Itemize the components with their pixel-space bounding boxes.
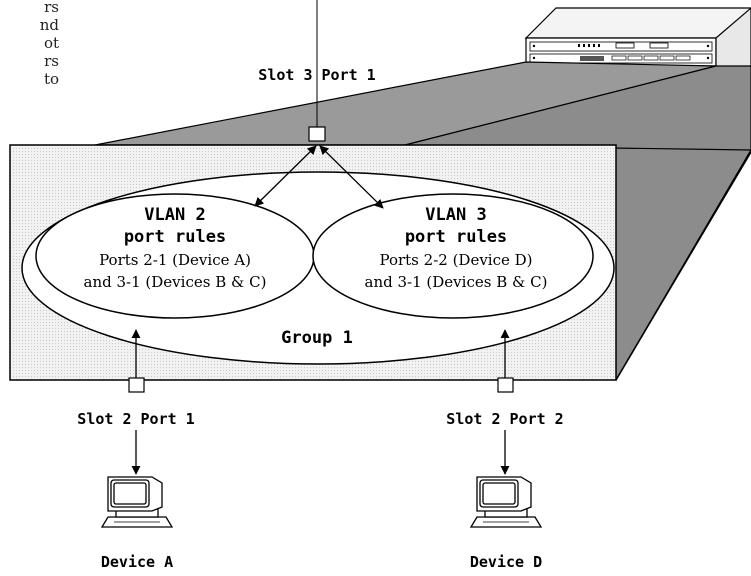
slot3-port1-port <box>308 126 326 142</box>
vlan-2-text: VLAN 2 port rules Ports 2-1 (Device A) a… <box>84 205 267 291</box>
clipped-paragraph: rs nd ot rs to <box>40 0 60 88</box>
clipped-line: rs <box>44 0 59 16</box>
clipped-line: ot <box>44 34 59 52</box>
vlan-2-line2: and 3-1 (Devices B & C) <box>84 273 267 291</box>
device-a-label: Device A <box>101 553 173 571</box>
clipped-line: nd <box>40 16 60 34</box>
vlan-3-ellipse <box>312 193 594 319</box>
vlan-3-subtitle: port rules <box>405 227 507 247</box>
slot2-port1-label: Slot 2 Port 1 <box>77 410 194 428</box>
slot2-port2-port <box>497 377 514 393</box>
group-label: Group 1 <box>281 328 353 348</box>
slot3-port1-label: Slot 3 Port 1 <box>258 66 375 84</box>
vlan-arrows <box>254 145 384 209</box>
slot2-port2-label: Slot 2 Port 2 <box>446 410 563 428</box>
clipped-line: to <box>44 70 59 88</box>
vlan-2-line1: Ports 2-1 (Device A) <box>99 251 251 269</box>
clipped-line: rs <box>44 52 59 70</box>
slot2-port1-port <box>128 377 145 393</box>
vlan-3-line1: Ports 2-2 (Device D) <box>379 251 532 269</box>
vlan-2-title: VLAN 2 <box>144 205 205 225</box>
vlan-2-subtitle: port rules <box>124 227 226 247</box>
vlan-3-title: VLAN 3 <box>425 205 486 225</box>
device-d-computer-icon <box>469 476 543 528</box>
device-d-label: Device D <box>470 553 542 571</box>
device-a-computer-icon <box>100 476 174 528</box>
vlan-3-line2: and 3-1 (Devices B & C) <box>365 273 548 291</box>
vlan-3-text: VLAN 3 port rules Ports 2-2 (Device D) a… <box>365 205 548 291</box>
